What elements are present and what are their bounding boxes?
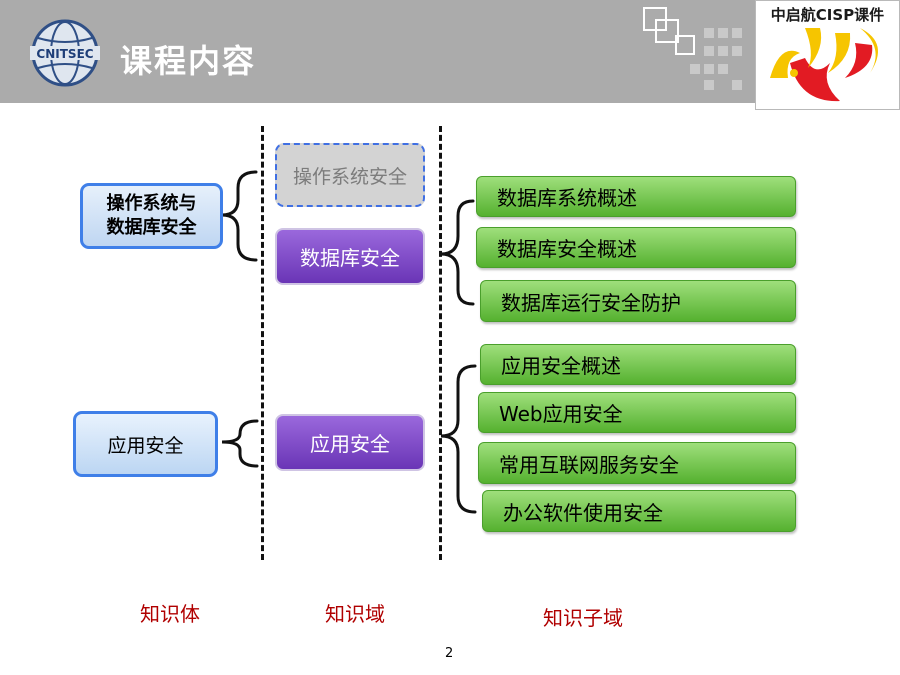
column-label-subdomain: 知识子域 bbox=[543, 606, 623, 630]
cnitsec-logo-icon: CNITSEC bbox=[30, 19, 100, 87]
subdomain-db-security-overview: 数据库安全概述 bbox=[476, 227, 796, 268]
subdomain-office-software-security: 办公软件使用安全 bbox=[482, 490, 796, 532]
subdomain-db-overview: 数据库系统概述 bbox=[476, 176, 796, 217]
subdomain-app-security-overview: 应用安全概述 bbox=[480, 344, 796, 385]
svg-text:CNITSEC: CNITSEC bbox=[36, 47, 93, 61]
separator-line-right bbox=[439, 126, 442, 560]
brace-body-2 bbox=[221, 419, 259, 468]
brace-db-subdomains bbox=[440, 199, 475, 306]
page-title: 课程内容 bbox=[120, 42, 257, 80]
subdomain-internet-services-security: 常用互联网服务安全 bbox=[478, 442, 796, 484]
badge-text: 中启航CISP课件 bbox=[770, 6, 885, 24]
header-bar: CNITSEC 课程内容 中启航CISP课件 bbox=[0, 0, 900, 110]
knowledge-body-os-db: 操作系统与 数据库安全 bbox=[80, 183, 223, 249]
phoenix-logo-icon bbox=[770, 28, 878, 102]
column-label-domain: 知识域 bbox=[325, 602, 385, 626]
subdomain-web-app-security: Web应用安全 bbox=[478, 392, 796, 433]
knowledge-domain-database: 数据库安全 bbox=[275, 228, 425, 285]
column-label-body: 知识体 bbox=[140, 602, 200, 626]
brace-body-1 bbox=[221, 170, 258, 262]
knowledge-domain-application: 应用安全 bbox=[275, 414, 425, 471]
knowledge-body-app: 应用安全 bbox=[73, 411, 218, 477]
page-number: 2 bbox=[445, 646, 454, 661]
decorative-squares bbox=[643, 7, 742, 90]
knowledge-domain-os-faded: 操作系统安全 bbox=[275, 143, 425, 207]
course-badge: 中启航CISP课件 bbox=[755, 0, 900, 110]
separator-line-left bbox=[261, 126, 264, 560]
brace-app-subdomains bbox=[440, 364, 477, 514]
subdomain-db-runtime-protection: 数据库运行安全防护 bbox=[480, 280, 796, 322]
